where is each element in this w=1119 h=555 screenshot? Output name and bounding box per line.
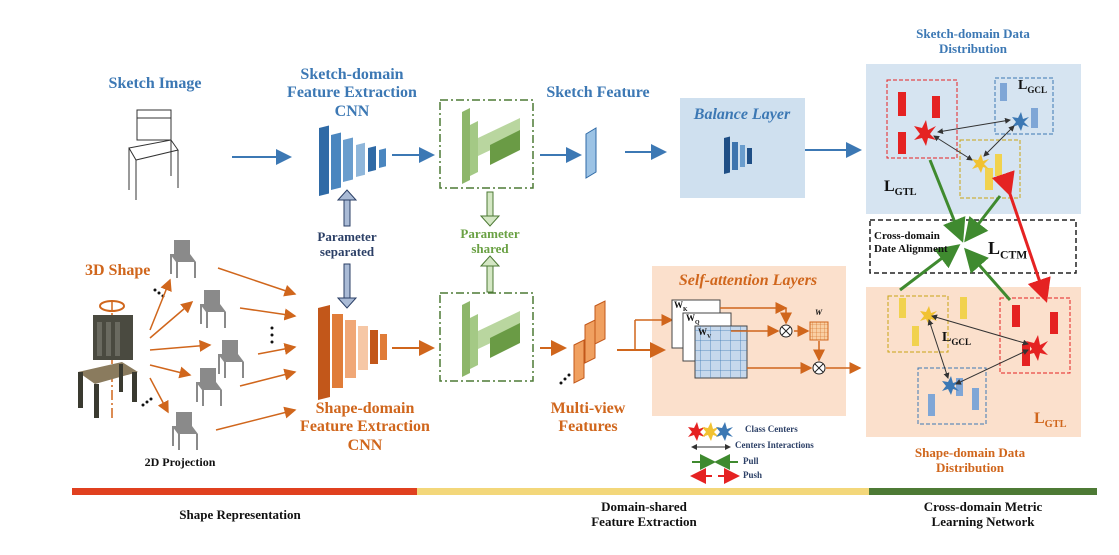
sketch-distribution-clusters bbox=[886, 77, 1054, 199]
wv-label: WV bbox=[698, 327, 712, 340]
legend-push: Push bbox=[743, 470, 763, 480]
shape-distribution-clusters bbox=[887, 295, 1071, 425]
wk-label: WK bbox=[674, 300, 688, 313]
shared-cnn-top-box bbox=[439, 99, 534, 189]
shared-cnn-bottom bbox=[462, 301, 520, 377]
stage-bar-domain-shared bbox=[417, 488, 869, 495]
shape-cnn-block bbox=[318, 305, 387, 400]
loss-gtl-bottom: LGTL bbox=[1034, 410, 1067, 431]
stage-bar-shape-representation bbox=[72, 488, 417, 495]
wq-label: WQ bbox=[686, 313, 700, 326]
sketch-image-title: Sketch Image bbox=[108, 75, 202, 92]
shared-cnn-bottom-box bbox=[439, 292, 534, 382]
balance-layer-block bbox=[724, 136, 752, 174]
loss-gcl-top: LGCL bbox=[1018, 78, 1048, 95]
shared-cnn-top bbox=[462, 108, 520, 184]
3d-chair-icon bbox=[78, 300, 138, 420]
self-attention-block bbox=[671, 299, 829, 379]
stage-label-shape-representation: Shape Representation bbox=[179, 507, 301, 522]
projection-views bbox=[170, 240, 244, 450]
multi-view-feature-bars bbox=[573, 300, 606, 384]
sketch-feature-bar bbox=[585, 127, 597, 179]
loss-ctm: LCTM bbox=[988, 238, 1028, 262]
sketch-feature-title: Sketch Feature bbox=[546, 84, 650, 101]
pull-arrow-1 bbox=[928, 159, 966, 243]
legend-pull: Pull bbox=[743, 456, 759, 466]
3d-shape-title: 3D Shape bbox=[85, 262, 151, 279]
push-arrow bbox=[991, 170, 1051, 303]
loss-gtl-top: LGTL bbox=[884, 178, 917, 199]
legend-centers-interactions: Centers Interactions bbox=[735, 440, 814, 450]
w-label: W bbox=[815, 308, 823, 317]
stage-bar-metric-learning bbox=[869, 488, 1097, 495]
pull-arrow-3 bbox=[899, 244, 961, 292]
sketch-cnn-block bbox=[319, 125, 386, 196]
legend bbox=[688, 422, 740, 484]
2d-projection-label: 2D Projection bbox=[144, 455, 216, 469]
loss-gcl-bottom: LGCL bbox=[942, 330, 972, 347]
sketch-chair-icon bbox=[128, 109, 179, 200]
balance-layer-title: Balance Layer bbox=[693, 106, 791, 123]
legend-class-centers: Class Centers bbox=[745, 424, 798, 434]
self-attention-title: Self-attention Layers bbox=[678, 272, 818, 289]
